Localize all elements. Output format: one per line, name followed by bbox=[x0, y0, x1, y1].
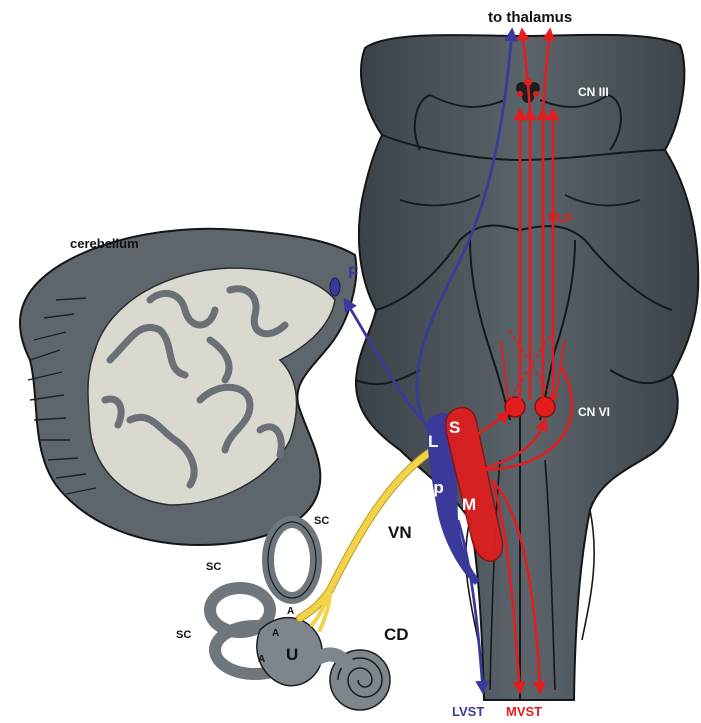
label-spinal-nucleus: Sp bbox=[422, 478, 444, 497]
cochlea bbox=[315, 650, 390, 710]
label-ampulla: A bbox=[272, 628, 279, 639]
brainstem bbox=[356, 35, 698, 700]
label-cn-vi: CN VI bbox=[578, 405, 610, 419]
label-fastigial: F bbox=[348, 263, 358, 282]
label-cn-iii: CN III bbox=[578, 85, 609, 99]
label-medial-nucleus: M bbox=[462, 495, 476, 514]
label-sc-posterior: SC bbox=[206, 561, 221, 573]
label-lvst: LVST bbox=[452, 704, 484, 719]
label-sc-superior: SC bbox=[314, 515, 329, 527]
label-mvst: MVST bbox=[506, 704, 542, 719]
label-lateral-nucleus: L bbox=[428, 432, 438, 451]
brainstem-midbrain bbox=[356, 35, 698, 700]
label-utricle: U bbox=[286, 645, 298, 664]
label-vn: VN bbox=[388, 523, 412, 542]
label-sc-lateral: SC bbox=[176, 629, 191, 641]
cerebellum bbox=[20, 229, 356, 545]
label-to-thalamus: to thalamus bbox=[488, 9, 572, 26]
semicircular-canal-superior-outline bbox=[268, 522, 316, 598]
fastigial-nucleus bbox=[330, 278, 340, 296]
label-ampulla: A bbox=[287, 606, 294, 617]
label-mlf: MLF bbox=[548, 211, 573, 225]
label-ampulla: A bbox=[258, 654, 265, 665]
label-superior-nucleus: S bbox=[449, 418, 460, 437]
label-cerebellum: cerebellum bbox=[70, 236, 139, 251]
label-cochlear-duct: CD bbox=[384, 625, 409, 644]
